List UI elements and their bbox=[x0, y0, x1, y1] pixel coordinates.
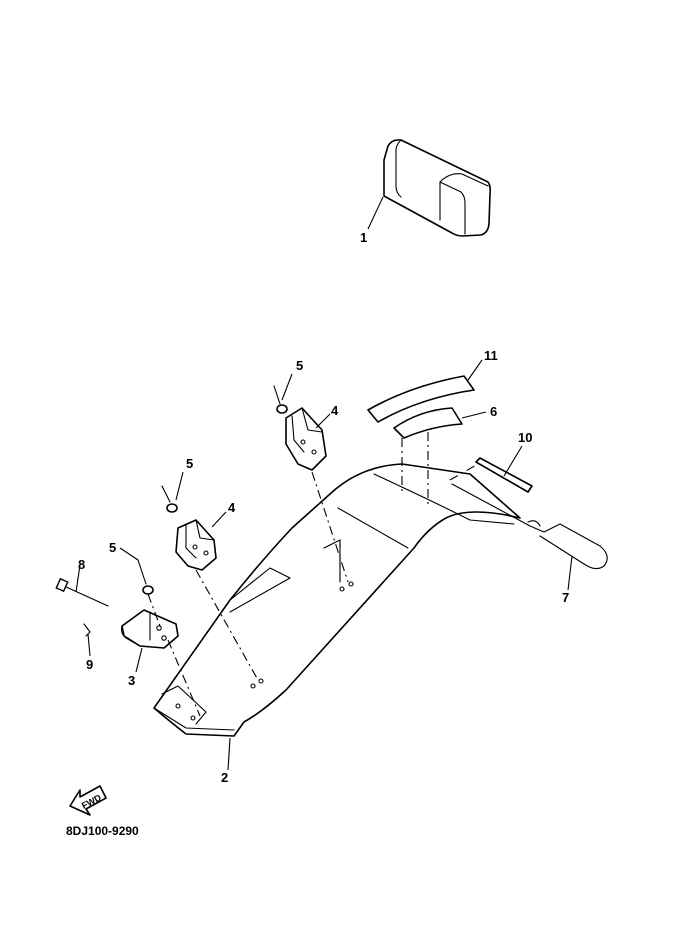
drawing-code: 8DJ100-9290 bbox=[66, 824, 139, 838]
callout-6: 6 bbox=[490, 404, 497, 419]
fwd-arrow-icon: FWD bbox=[69, 785, 107, 816]
part-3-bracket: 3 bbox=[120, 609, 179, 688]
part-2-frame: 2 bbox=[153, 463, 521, 785]
callout-9: 9 bbox=[86, 657, 93, 672]
callout-4a: 4 bbox=[228, 500, 236, 515]
callout-8: 8 bbox=[78, 557, 85, 572]
part-5-screw-upper: 5 bbox=[273, 358, 303, 414]
part-5-screw-left: 5 bbox=[109, 540, 154, 595]
part-8-bolt: 8 bbox=[55, 557, 109, 607]
part-6-pad: 6 bbox=[393, 404, 497, 439]
callout-10: 10 bbox=[518, 430, 532, 445]
callout-1: 1 bbox=[360, 230, 367, 245]
part-4-bracket-upper: 4 bbox=[285, 403, 339, 471]
part-9-pin: 9 bbox=[83, 623, 93, 672]
assembly-lines bbox=[147, 432, 479, 717]
part-7-wire-handle: 7 bbox=[451, 483, 608, 605]
callout-5b: 5 bbox=[186, 456, 193, 471]
part-10-rod: 10 bbox=[475, 430, 533, 493]
part-1-box: 1 bbox=[360, 139, 492, 245]
callout-4b: 4 bbox=[331, 403, 339, 418]
callout-5c: 5 bbox=[296, 358, 303, 373]
callout-2: 2 bbox=[221, 770, 228, 785]
callout-3: 3 bbox=[128, 673, 135, 688]
callout-5a: 5 bbox=[109, 540, 116, 555]
part-5-screw-center: 5 bbox=[161, 456, 193, 513]
part-11-pad: 11 bbox=[367, 348, 498, 423]
callout-7: 7 bbox=[562, 590, 569, 605]
part-4-bracket-center: 4 bbox=[175, 500, 236, 571]
callout-11: 11 bbox=[484, 348, 498, 363]
